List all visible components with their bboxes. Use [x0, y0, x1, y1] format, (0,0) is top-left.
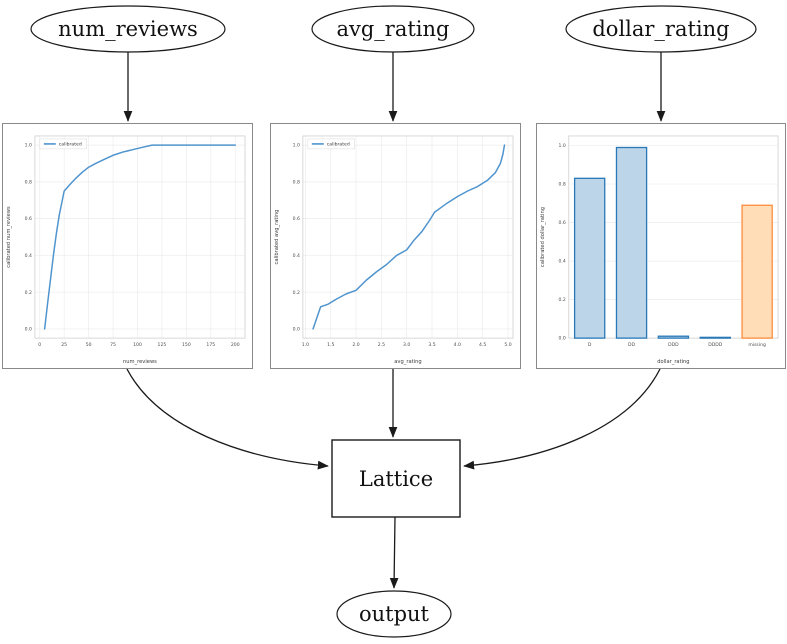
grid	[302, 135, 514, 339]
tick-label: 0.2	[559, 297, 566, 303]
tick-label: 0.4	[25, 253, 32, 259]
tick-label: 2.0	[352, 342, 359, 348]
tick-label: 1.0	[302, 342, 309, 348]
y-axis-ticks: 0.0 0.2 0.4 0.6 0.8 1.0	[559, 143, 566, 342]
tick-label: 0.2	[293, 290, 300, 296]
tick-label: 3.5	[428, 342, 435, 348]
tick-label: DDD	[668, 342, 679, 348]
node-label-lattice: Lattice	[359, 467, 433, 491]
tick-label: 0.4	[559, 259, 566, 265]
grid	[34, 135, 246, 339]
tick-label: 0.0	[25, 327, 32, 333]
tick-label: 3.0	[403, 342, 410, 348]
tick-label: 75	[110, 342, 116, 348]
calibrator-plot-avg-rating: 0.0 0.2 0.4 0.6 0.8 1.0 1.0 1.5 2.0 2.5 3.0 3.5 4.0 4…	[270, 123, 521, 369]
x-axis-label: dollar_rating	[657, 359, 689, 365]
node-label-num-reviews: num_reviews	[58, 17, 198, 41]
tick-label: 4.5	[479, 342, 486, 348]
y-axis-ticks: 0.0 0.2 0.4 0.6 0.8 1.0	[293, 143, 300, 333]
tick-label: D	[588, 342, 592, 348]
tick-label: 1.0	[293, 143, 300, 149]
calibration-curve	[312, 144, 506, 330]
node-label-avg-rating: avg_rating	[336, 17, 449, 41]
tick-label: 4.0	[454, 342, 461, 348]
legend-box	[307, 138, 355, 150]
x-axis-ticks: 0 25 50 75 100 125 150 175 200	[38, 342, 239, 348]
tick-label: 200	[231, 342, 240, 348]
tick-label: 0.4	[293, 253, 300, 259]
tick-label: 100	[133, 342, 142, 348]
tick-label: 0.8	[559, 182, 566, 188]
bar-missing	[741, 204, 773, 339]
node-avg-rating	[311, 5, 475, 53]
tick-label: 125	[158, 342, 167, 348]
node-num-reviews	[30, 5, 226, 53]
y-axis-label: calibrated avg_rating	[274, 210, 280, 265]
node-dollar-rating	[565, 5, 757, 53]
tick-label: DD	[628, 342, 635, 348]
tick-label: 175	[206, 342, 215, 348]
y-axis-ticks: 0.0 0.2 0.4 0.6 0.8 1.0	[25, 143, 32, 333]
tick-label: DDDD	[708, 342, 723, 348]
axes-spines	[34, 135, 246, 339]
node-output	[336, 590, 452, 638]
legend: calibrated	[307, 138, 355, 150]
node-label-dollar-rating: dollar_rating	[592, 17, 729, 41]
tick-label: 0.0	[293, 327, 300, 333]
y-axis-label: calibrated dollar_rating	[540, 207, 546, 267]
tick-label: 50	[86, 342, 92, 348]
tick-label: 0	[38, 342, 41, 348]
tick-label: 1.0	[559, 143, 566, 149]
x-axis-ticks: 1.0 1.5 2.0 2.5 3.0 3.5 4.0 4.5 5.0	[302, 342, 512, 348]
bar-DD	[615, 146, 648, 339]
calibrator-plot-avg-rating-svg: 0.0 0.2 0.4 0.6 0.8 1.0 1.0 1.5 2.0 2.5 3.0 3.5 4.0 4…	[274, 135, 514, 365]
tick-label: 0.6	[293, 216, 300, 222]
legend: calibrated	[39, 138, 87, 150]
node-lattice	[331, 439, 461, 518]
tick-label: 0.8	[25, 179, 32, 185]
tick-label: 0.2	[25, 290, 32, 296]
tick-label: 2.5	[378, 342, 385, 348]
edge-lattice-to-output	[389, 516, 399, 589]
tick-label: 0.6	[25, 216, 32, 222]
tick-label: 150	[182, 342, 191, 348]
calibration-curve	[43, 144, 237, 330]
legend-box	[39, 138, 87, 150]
bar-DDDD	[699, 336, 731, 339]
tick-label: 1.5	[327, 342, 334, 348]
edge-calibrator-num-reviews-to-lattice	[126, 368, 329, 470]
x-axis-label: num_reviews	[123, 359, 157, 365]
bar-DDD	[657, 335, 690, 339]
bar-D	[573, 177, 606, 339]
calibrator-plot-num-reviews: 0.0 0.2 0.4 0.6 0.8 1.0 0 25 50 75 100 125 150 175 200…	[2, 123, 253, 369]
legend-label: calibrated	[59, 142, 82, 148]
x-axis-label: avg_rating	[394, 359, 421, 365]
tick-label: 25	[61, 342, 67, 348]
tick-label: 5.0	[504, 342, 511, 348]
node-label-output: output	[359, 602, 430, 626]
axes-spines	[302, 135, 514, 339]
legend-label: calibrated	[327, 142, 350, 148]
tick-label: 0.6	[559, 220, 566, 226]
edge-calibrator-dollar-rating-to-lattice	[463, 368, 661, 470]
calibrator-plot-num-reviews-svg: 0.0 0.2 0.4 0.6 0.8 1.0 0 25 50 75 100 125 150 175 200…	[6, 135, 246, 365]
tick-label: 1.0	[25, 143, 32, 149]
y-axis-label: calibrated num_reviews	[6, 206, 12, 268]
tick-label: missing	[748, 342, 766, 348]
tick-label: 0.8	[293, 179, 300, 185]
tick-label: 0.0	[559, 336, 566, 342]
